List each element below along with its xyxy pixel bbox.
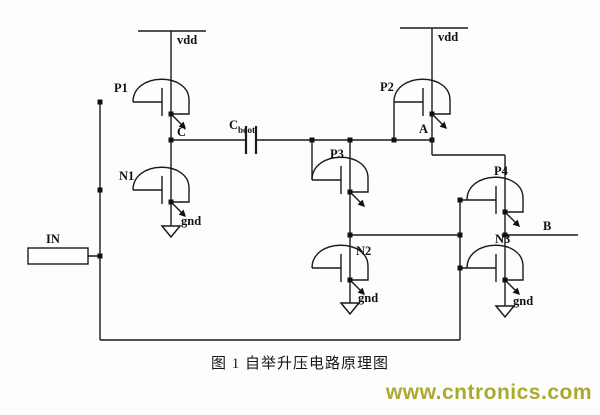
watermark: www.cntronics.com — [385, 381, 592, 404]
ground-symbol-2 — [340, 302, 360, 315]
label-p4: P4 — [494, 164, 509, 178]
label-gnd-1: gnd — [181, 214, 201, 228]
label-cboot: C — [229, 118, 238, 132]
label-gnd-3: gnd — [513, 294, 533, 308]
label-cboot-sub: boot — [238, 125, 255, 135]
label-gnd-2: gnd — [358, 291, 378, 305]
label-node-a: A — [419, 122, 428, 136]
transistor-p4-symbol — [466, 174, 524, 228]
ground-symbol-3 — [495, 305, 515, 318]
label-in: IN — [46, 232, 60, 246]
figure-caption: 图 1 自举升压电路原理图 — [210, 356, 389, 372]
label-n3: N3 — [495, 232, 510, 246]
label-vdd-left: vdd — [177, 33, 197, 47]
label-n1: N1 — [119, 169, 134, 183]
label-p2: P2 — [380, 80, 394, 94]
label-p1: P1 — [114, 81, 128, 95]
transistor-n3-symbol — [466, 242, 524, 296]
schematic-canvas: vdd vdd P1 N1 P2 P3 N2 P4 N3 C A B C boo… — [27, 27, 578, 341]
label-n2: N2 — [356, 244, 371, 258]
label-node-b: B — [543, 219, 551, 233]
ground-symbol-1 — [161, 225, 181, 238]
transistor-p3-symbol — [311, 154, 369, 208]
transistor-p1-symbol — [132, 76, 190, 130]
label-p3: P3 — [330, 147, 344, 161]
input-port-box — [27, 247, 89, 265]
label-vdd-right: vdd — [438, 30, 458, 44]
transistor-n1-symbol — [132, 164, 190, 218]
capacitor-cboot — [244, 126, 258, 154]
label-node-c: C — [177, 125, 186, 139]
junction-dots — [97, 99, 508, 271]
